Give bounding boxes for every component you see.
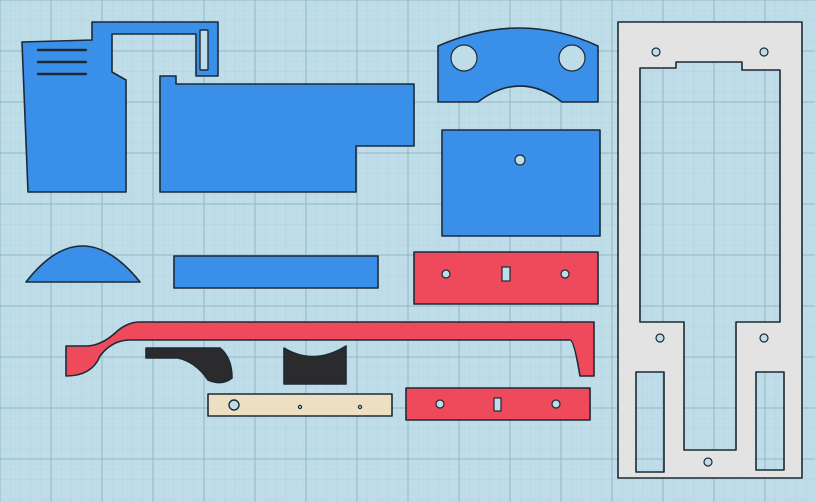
bracket-slot bbox=[199, 29, 209, 71]
bar-slot bbox=[501, 266, 511, 282]
blue-base-plate[interactable] bbox=[159, 75, 415, 193]
frame-hole bbox=[655, 333, 665, 343]
red-slotted-bar-upper[interactable] bbox=[413, 251, 599, 305]
strip-hole bbox=[228, 399, 240, 411]
blue-dome-piece[interactable] bbox=[25, 245, 141, 283]
red-slotted-bar-lower[interactable] bbox=[405, 387, 591, 421]
frame-hole bbox=[703, 457, 713, 467]
bar-slot bbox=[493, 397, 502, 412]
red-long-rail[interactable] bbox=[65, 321, 595, 377]
bar-hole bbox=[435, 399, 445, 409]
frame-hole bbox=[651, 47, 661, 57]
strip-hole bbox=[297, 404, 303, 410]
plate-hole bbox=[514, 154, 526, 166]
plate-hole bbox=[558, 44, 586, 72]
bar-hole bbox=[551, 399, 561, 409]
black-cam-piece[interactable] bbox=[145, 347, 233, 384]
bar-hole bbox=[441, 269, 451, 279]
blue-bar[interactable] bbox=[173, 255, 379, 289]
strip-hole bbox=[357, 404, 363, 410]
plate-hole bbox=[450, 44, 478, 72]
tan-strip[interactable] bbox=[207, 393, 393, 417]
gray-frame-plate[interactable] bbox=[617, 21, 803, 479]
frame-hole bbox=[759, 333, 769, 343]
blue-vent-bracket[interactable] bbox=[21, 21, 219, 193]
frame-hole bbox=[759, 47, 769, 57]
black-saddle-piece[interactable] bbox=[283, 345, 347, 385]
blue-square-plate[interactable] bbox=[441, 129, 601, 237]
bar-hole bbox=[560, 269, 570, 279]
blue-arched-plate[interactable] bbox=[437, 27, 599, 103]
